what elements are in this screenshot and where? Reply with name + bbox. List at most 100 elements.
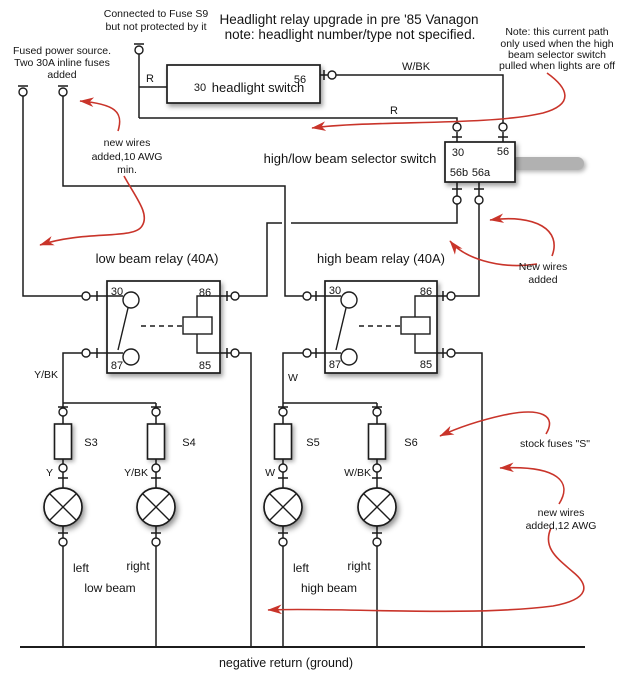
text-annotations: Connected to Fuse S9 but not protected b…	[13, 8, 615, 532]
selector-switch-label: high/low beam selector switch	[264, 151, 437, 166]
connector-low-86	[230, 291, 240, 301]
arrow-12awg-up	[499, 462, 565, 505]
terminal-lamp-hl-top	[278, 463, 288, 473]
connector-selector-56	[498, 122, 508, 132]
low-beam-relay: 30 86 87 85	[106, 280, 221, 374]
connector-low-30	[81, 291, 91, 301]
wire-label-ybk-out: Y/BK	[34, 369, 58, 381]
wire-low-87-to-fuses	[62, 352, 157, 408]
diagram-title-1: Headlight relay upgrade in pre '85 Vanag…	[219, 12, 478, 27]
selector-switch: 30 56 56b 56a	[444, 141, 584, 183]
terminal-lamp-ll-top	[58, 463, 68, 473]
selector-lever	[511, 157, 584, 170]
fused-power-note-2: Two 30A inline fuses	[14, 57, 110, 69]
connector-selector-30	[452, 122, 462, 132]
new-wires-10awg-3: min.	[117, 164, 137, 176]
selector-terminal-56: 56	[497, 146, 509, 158]
new-wires-added-2: added	[528, 274, 557, 286]
fuse-s6	[367, 423, 387, 460]
high-right-label: right	[347, 559, 371, 573]
terminal-s6-top	[372, 407, 382, 417]
wire-wbk	[336, 74, 504, 123]
high-beam-label: high beam	[301, 581, 357, 595]
fuses: S3 S4 S5 S6	[53, 423, 418, 460]
high-left-label: left	[293, 561, 310, 575]
wire-labels: R W/BK R Y/BK W Y Y/BK W W/BK	[34, 61, 431, 479]
connector-low-85	[230, 348, 240, 358]
current-path-note-4: pulled when lights are off	[499, 60, 615, 72]
low-beam-label: low beam	[84, 581, 135, 595]
fuse-s9-note-2: but not protected by it	[106, 21, 207, 33]
arrow-12awg-down	[267, 527, 585, 615]
stock-fuses-note: stock fuses "S"	[520, 438, 590, 450]
low-relay-coil	[182, 316, 213, 335]
high-relay-label: high beam relay (40A)	[317, 251, 445, 266]
wire-label-y: Y	[46, 467, 53, 479]
connector-high-87	[302, 348, 312, 358]
lamps	[43, 487, 397, 527]
terminals	[18, 43, 508, 547]
selector-terminal-30: 30	[452, 147, 464, 159]
terminal-lamp-ll-bot	[58, 537, 68, 547]
terminal-lamp-hr-top	[372, 463, 382, 473]
terminal-lamp-lr-top	[151, 463, 161, 473]
high-beam-relay: 30 86 87 85	[324, 280, 438, 374]
wire-label-wbk2: W/BK	[344, 467, 371, 479]
fuse-s5-label: S5	[306, 437, 319, 449]
new-wires-10awg-2: added,10 AWG	[92, 151, 163, 163]
fused-power-note-3: added	[47, 69, 76, 81]
low-relay-label: low beam relay (40A)	[96, 251, 219, 266]
low-relay-85: 85	[199, 360, 211, 372]
connector-high-30	[302, 291, 312, 301]
arrow-new-wires-2	[449, 240, 538, 267]
wire-56a-to-high-86	[455, 204, 480, 297]
wire-label-ybk: Y/BK	[124, 467, 148, 479]
fuse-s3	[53, 423, 73, 460]
connector-selector-56b	[452, 195, 462, 205]
current-path-note-1: Note: this current path	[505, 26, 608, 38]
high-relay-87: 87	[329, 359, 341, 371]
switch-terminal-56: 56	[294, 74, 306, 86]
fuse-s4	[146, 423, 166, 460]
fuse-s3-label: S3	[84, 437, 97, 449]
arrow-current-path-note	[311, 72, 566, 131]
selector-terminal-56a: 56a	[472, 167, 491, 179]
low-right-label: right	[126, 559, 150, 573]
connector-switch-56	[327, 70, 337, 80]
lamp-low-right	[136, 487, 176, 527]
selector-terminal-56b: 56b	[450, 167, 468, 179]
wire-56b-to-low-86	[239, 204, 458, 297]
wire-high-85-ground	[455, 352, 483, 647]
high-relay-coil	[400, 316, 431, 335]
lamp-low-left	[43, 487, 83, 527]
connector-selector-56a	[474, 195, 484, 205]
connector-high-85	[446, 348, 456, 358]
headlight-switch-label: headlight switch	[212, 80, 305, 95]
fuse-s9-note-1: Connected to Fuse S9	[104, 8, 209, 20]
wire-low-85-ground	[239, 352, 252, 647]
terminal-s4-top	[151, 407, 161, 417]
arrow-new-wires-1	[489, 213, 555, 257]
wire-label-r-selector: R	[390, 105, 398, 117]
new-wires-10awg-1: new wires	[104, 137, 151, 149]
diagram-title-2: note: headlight number/type not specifie…	[225, 27, 476, 42]
fuse-s4-label: S4	[182, 437, 195, 449]
terminal-lamp-lr-bot	[151, 537, 161, 547]
terminal-lamp-hl-bot	[278, 537, 288, 547]
arrow-10awg-down	[39, 175, 146, 246]
terminal-s5-top	[278, 407, 288, 417]
current-path-note-2: only used when the high	[500, 38, 613, 50]
wire-label-wbk: W/BK	[402, 61, 431, 73]
wire-label-w-out: W	[288, 372, 298, 384]
lamp-high-left	[263, 487, 303, 527]
low-left-label: left	[73, 561, 90, 575]
wire-source2-to-high-30	[62, 96, 303, 297]
wire-label-r-switch: R	[146, 73, 154, 85]
terminal-source-right	[58, 87, 68, 97]
terminal-fuse-s9	[134, 45, 144, 55]
fuse-s6-label: S6	[404, 437, 417, 449]
arrow-10awg-up	[79, 97, 121, 132]
annotation-arrows	[39, 72, 585, 615]
